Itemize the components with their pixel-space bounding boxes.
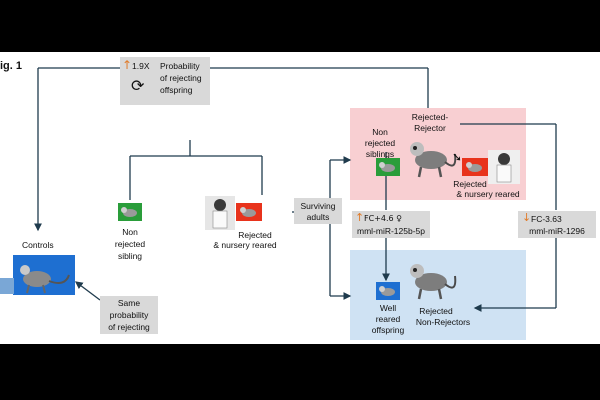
- prob-line3: offspring: [160, 85, 193, 95]
- fc-down-box: [518, 211, 596, 238]
- pink-sibling-photo: [376, 158, 400, 176]
- controls-photo: [13, 255, 75, 295]
- up-arrow-icon: ↑: [355, 211, 365, 224]
- pink-rejected-line2: & nursery reared: [456, 189, 520, 199]
- monkey-icon: [240, 207, 256, 217]
- sibling-photo: [118, 203, 142, 221]
- monkey-icon: [379, 162, 395, 172]
- pink-rejected-line1: Rejected: [453, 179, 487, 189]
- line-same-to-controls: [74, 281, 101, 301]
- pink-siblings-line2: rejected: [364, 138, 396, 148]
- rejected-left-line1: Rejected: [238, 230, 272, 240]
- prob-line1: Probability: [160, 61, 200, 71]
- sibling-line3: sibling: [117, 251, 143, 261]
- black-arrow-icon: ➘: [452, 150, 463, 164]
- sibling-line1: Non: [122, 227, 138, 237]
- up-arrow-icon: ↑: [122, 58, 133, 72]
- pink-siblings-line3: siblings: [365, 149, 395, 159]
- same-line3: of rejecting: [108, 322, 150, 332]
- pink-rejected-photo: [462, 158, 488, 176]
- monkey-icon: [20, 265, 70, 294]
- same-line2: probability: [109, 310, 149, 320]
- down-arrow-icon: ↓: [522, 211, 532, 224]
- same-probability-box: [100, 296, 158, 334]
- nonrejectors-line1: Rejected: [419, 306, 453, 316]
- well-reared-photo: [376, 282, 400, 300]
- prob-multiplier: 1.9X: [132, 61, 150, 71]
- cycle-icon: ⟳: [131, 76, 145, 95]
- surviving-adults-box: [294, 198, 342, 224]
- surviving-line1: Surviving: [300, 201, 336, 211]
- probability-box: [120, 57, 210, 105]
- nurse-photo: [205, 196, 235, 230]
- pink-nurse-photo: [488, 150, 520, 184]
- well-line1: Well: [379, 303, 397, 313]
- monkey-icon: [121, 207, 137, 217]
- controls-photo-small: [0, 278, 14, 294]
- prob-line2: of rejecting: [160, 73, 202, 83]
- monkey-icon: [379, 286, 395, 296]
- large-monkey-icon: [410, 142, 457, 178]
- well-line2: reared: [375, 314, 401, 324]
- fc-down-line1: FC-3.63: [531, 214, 562, 224]
- sibling-line2: rejected: [114, 239, 146, 249]
- large-monkey-icon: [410, 264, 457, 300]
- nonrejectors-line2: Non-Rejectors: [415, 317, 471, 327]
- well-line3: offspring: [371, 325, 405, 335]
- controls-label: Controls: [22, 240, 54, 250]
- rejector-line1: Rejected-: [411, 112, 449, 122]
- person-icon: [496, 153, 512, 183]
- rejector-line2: Rejector: [414, 123, 446, 133]
- fc-up-line2: mml-miR-125b-5p: [356, 226, 425, 236]
- monkey-icon: [466, 162, 482, 172]
- figure-label: ig. 1: [0, 60, 23, 72]
- person-icon: [212, 199, 228, 229]
- fc-up-line1: FC+4.6 ♀: [364, 214, 403, 223]
- fc-down-line2: mml-miR-1296: [529, 226, 585, 236]
- same-line1: Same: [117, 298, 141, 308]
- rejected-photo: [236, 203, 262, 221]
- rejected-left-line2: & nursery reared: [213, 240, 277, 250]
- surviving-line2: adults: [306, 212, 330, 222]
- pink-siblings-line1: Non: [372, 127, 388, 137]
- fc-up-box: [352, 211, 430, 238]
